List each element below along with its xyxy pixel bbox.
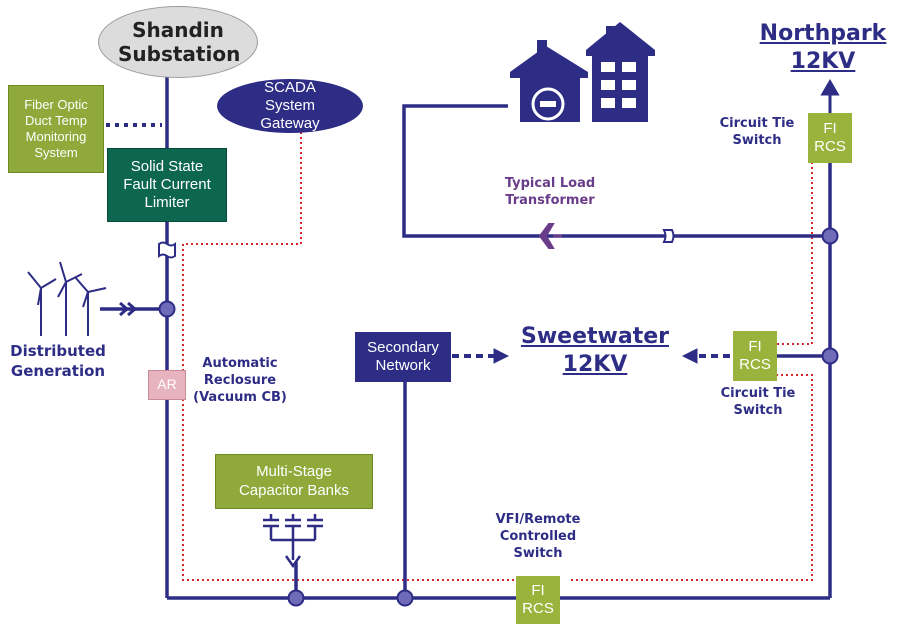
fi-rcs-bottom-switch[interactable]: FI RCS (516, 576, 560, 624)
scada-label: SCADA System Gateway (260, 79, 320, 132)
scada-gateway-node[interactable]: SCADA System Gateway (217, 79, 363, 133)
ar-label: AR (157, 376, 177, 393)
dashed-arrows (452, 348, 730, 364)
fi-rcs-top-switch[interactable]: FI RCS (808, 113, 852, 163)
sweetwater-title: Sweetwater 12KV (521, 324, 669, 378)
circuit-tie-switch-mid-label: Circuit Tie Switch (720, 386, 796, 418)
line-break-symbols (158, 229, 675, 259)
junction-nodes (158, 227, 839, 607)
fiber-optic-label: Fiber Optic Duct Temp Monitoring System (24, 97, 88, 160)
ar-recloser-box[interactable]: AR (148, 370, 186, 400)
secondary-network-label: Secondary Network (367, 338, 439, 374)
fi-rcs-top-label: FI RCS (814, 119, 846, 155)
transformer-symbol-icon (538, 223, 562, 249)
vfi-switch-label: VFI/Remote Controlled Switch (495, 512, 581, 561)
capacitor-banks-label: Multi-Stage Capacitor Banks (238, 463, 350, 499)
circuit-tie-switch-top-label: Circuit Tie Switch (719, 116, 795, 148)
fi-rcs-mid-label: FI RCS (739, 337, 771, 373)
shandin-substation-node[interactable]: Shandin Substation (98, 6, 258, 78)
fi-rcs-mid-switch[interactable]: FI RCS (733, 331, 777, 381)
capacitor-banks-box[interactable]: Multi-Stage Capacitor Banks (215, 454, 373, 509)
northpark-arrow (820, 79, 840, 113)
secondary-network-box[interactable]: Secondary Network (355, 332, 451, 382)
capacitor-symbol-icon (263, 514, 323, 569)
generation-arrow (119, 301, 138, 317)
distributed-generation-label: Distributed Generation (10, 342, 106, 380)
substation-label: Shandin Substation (118, 17, 241, 66)
house-icon (510, 22, 655, 122)
power-lines (100, 72, 832, 600)
fault-current-limiter-box[interactable]: Solid State Fault Current Limiter (107, 148, 227, 222)
northpark-title: Northpark 12KV (759, 21, 887, 75)
limiter-label: Solid State Fault Current Limiter (123, 157, 211, 212)
wind-turbine-icon (27, 261, 107, 336)
typical-load-transformer-label: Typical Load Transformer (504, 176, 596, 208)
fiber-optic-monitoring-box[interactable]: Fiber Optic Duct Temp Monitoring System (8, 85, 104, 173)
automatic-reclosure-label: Automatic Reclosure (Vacuum CB) (193, 356, 287, 405)
fi-rcs-bottom-label: FI RCS (522, 581, 554, 617)
